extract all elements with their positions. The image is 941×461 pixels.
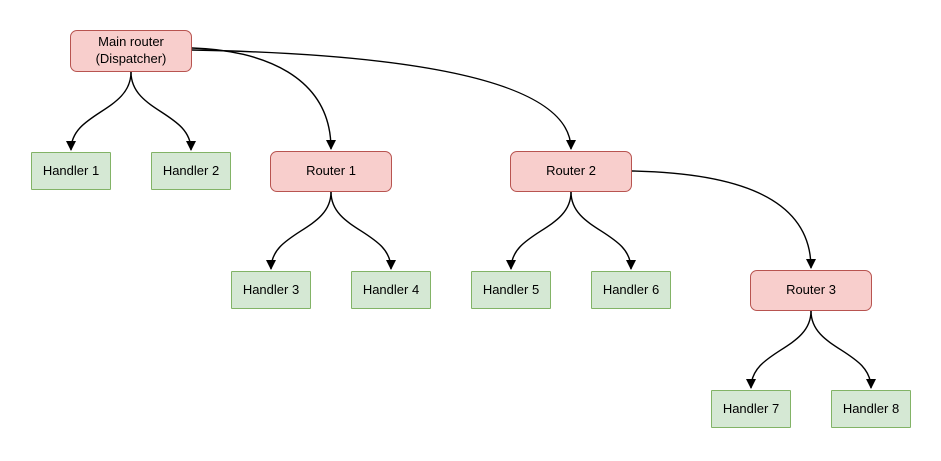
node-handler-1: Handler 1 — [31, 152, 111, 190]
edge-main-router-to-router-1 — [191, 47, 336, 150]
node-handler-5: Handler 5 — [471, 271, 551, 309]
edge-router-3-to-handler-8 — [810, 310, 876, 389]
edge-router-2-to-router-3 — [631, 170, 816, 269]
node-handler-4-label: Handler 4 — [362, 281, 420, 297]
node-handler-6: Handler 6 — [591, 271, 671, 309]
node-handler-5-label: Handler 5 — [482, 281, 540, 297]
node-router-2: Router 2 — [510, 151, 632, 192]
edge-router-1-to-handler-4 — [330, 191, 396, 270]
node-main-router-label-line2: (Dispatcher) — [95, 51, 167, 66]
edge-main-router-to-handler-2 — [130, 71, 196, 151]
edge-router-1-to-handler-3 — [266, 191, 332, 270]
node-router-1: Router 1 — [270, 151, 392, 192]
node-router-2-label: Router 2 — [546, 163, 596, 179]
node-router-3-label: Router 3 — [786, 282, 836, 298]
node-router-3: Router 3 — [750, 270, 872, 311]
node-router-1-label: Router 1 — [306, 163, 356, 179]
node-handler-1-label: Handler 1 — [42, 162, 100, 178]
node-handler-7-label: Handler 7 — [722, 400, 780, 416]
node-handler-7: Handler 7 — [711, 390, 791, 428]
node-handler-2-label: Handler 2 — [162, 162, 220, 178]
node-main-router: Main router (Dispatcher) — [70, 30, 192, 72]
edge-router-2-to-handler-6 — [570, 191, 636, 270]
node-handler-3-label: Handler 3 — [242, 281, 300, 297]
node-main-router-label-line1: Main router — [98, 34, 164, 50]
node-handler-3: Handler 3 — [231, 271, 311, 309]
node-handler-8-label: Handler 8 — [842, 400, 900, 416]
node-handler-8: Handler 8 — [831, 390, 911, 428]
edge-main-router-to-handler-1 — [66, 71, 132, 151]
edge-router-3-to-handler-7 — [746, 310, 812, 389]
edge-main-router-to-router-2 — [191, 49, 576, 150]
node-handler-2: Handler 2 — [151, 152, 231, 190]
edge-router-2-to-handler-5 — [506, 191, 572, 270]
node-handler-4: Handler 4 — [351, 271, 431, 309]
node-handler-6-label: Handler 6 — [602, 281, 660, 297]
